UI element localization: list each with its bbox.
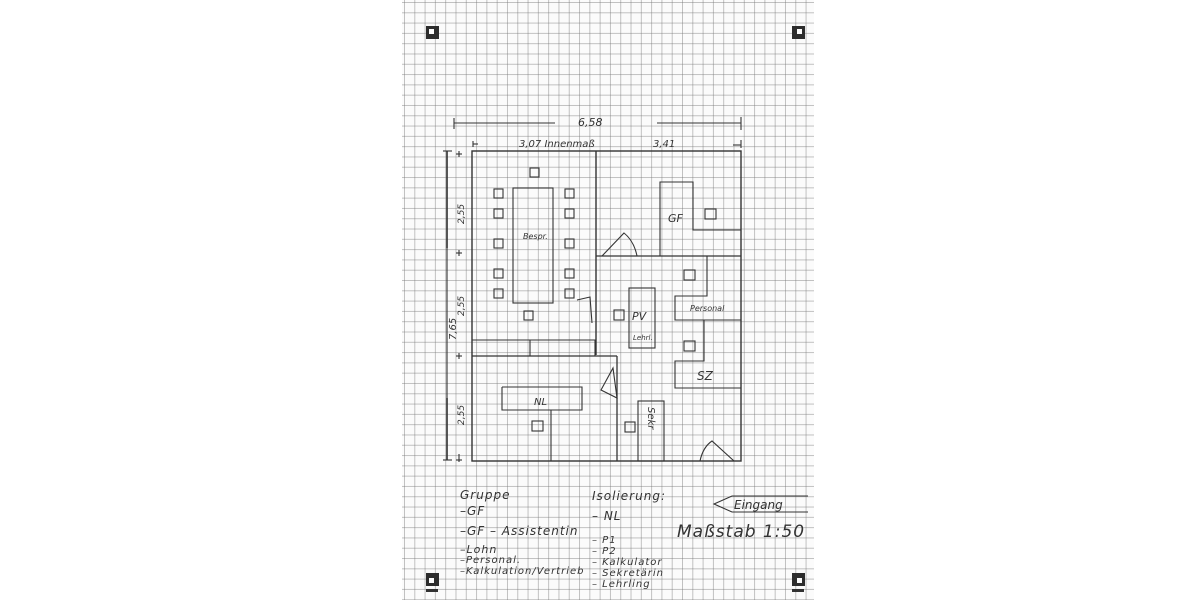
legend-group-item: –Lohn xyxy=(460,543,498,556)
room-label-pv-sub: Lehrl. xyxy=(633,334,653,342)
legend-group-item: –Personal. xyxy=(460,555,522,566)
legend-isolation-item: – NL xyxy=(592,509,622,523)
corner-marker-top-right xyxy=(792,26,805,39)
entrance-label: Eingang xyxy=(734,498,783,512)
legend-isolation-item: – Kalkulator xyxy=(592,557,663,568)
room-label-meeting: Bespr. xyxy=(523,232,548,241)
legend-isolation-item: – Sekretärin xyxy=(592,568,665,579)
corner-marker-bar-left xyxy=(426,589,438,592)
dim-total-width: 6,58 xyxy=(578,116,603,129)
dim-segment-3: 2,55 xyxy=(457,405,467,425)
dim-total-height: 7,65 xyxy=(448,318,459,340)
scale-label: Maßstab 1:50 xyxy=(677,522,806,542)
corner-marker-bottom-right xyxy=(792,573,805,586)
arrow-left-icon: Eingang xyxy=(712,495,808,513)
dim-right-width: 3,41 xyxy=(653,139,675,150)
legend-group-item: –Kalkulation/Vertrieb xyxy=(460,566,585,577)
room-label-gf: GF xyxy=(668,212,684,225)
room-label-nl: NL xyxy=(534,397,547,408)
room-label-sekr: Sekr xyxy=(645,407,656,430)
legend-isolation-item: – P2 xyxy=(592,546,617,557)
legend-group-item: –GF xyxy=(460,504,486,518)
legend-group-item: –GF – Assistentin xyxy=(460,524,579,538)
legend-isolation-title: Isolierung: xyxy=(592,489,666,503)
legend-isolation-item: – Lehrling xyxy=(592,579,651,590)
corner-marker-bar-right xyxy=(792,589,804,592)
legend-isolation-item: – P1 xyxy=(592,535,617,546)
corner-marker-top-left xyxy=(426,26,439,39)
dim-left-width: 3,07 Innenmaß xyxy=(519,139,595,150)
graph-paper-sheet xyxy=(402,0,814,600)
corner-marker-bottom-left xyxy=(426,573,439,586)
dim-segment-1: 2,55 xyxy=(457,204,467,224)
legend-group: Gruppe –GF –GF – Assistentin –Lohn –Pers… xyxy=(460,488,585,577)
entrance-marker: Eingang xyxy=(712,493,808,515)
room-label-sz: SZ xyxy=(697,369,714,383)
legend-group-title: Gruppe xyxy=(460,488,511,502)
legend-isolation: Isolierung: – NL – P1 – P2 – Kalkulator … xyxy=(592,489,666,590)
dim-segment-2: 2,55 xyxy=(457,296,467,316)
room-label-pv: PV xyxy=(632,310,648,323)
room-label-personal: Personal xyxy=(690,304,725,313)
